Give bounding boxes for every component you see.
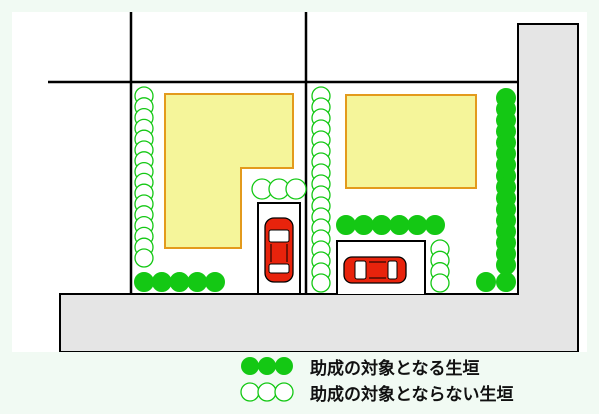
subsidized-hedge-shrub: [169, 272, 190, 292]
car-horizontal: [343, 256, 407, 284]
property-lines: [48, 12, 518, 294]
legend-not-subsidized-label: 助成の対象とならない生垣: [310, 384, 514, 405]
subsidized-hedge-shrub: [389, 215, 410, 235]
outlined-green-hedge-icon: [240, 382, 294, 402]
legend-subsidized: 助成の対象となる生垣: [240, 355, 480, 379]
hedge-right-parking-east: [430, 239, 450, 293]
hedge-left-lot-entrance: [251, 178, 307, 200]
hedges: [134, 86, 516, 293]
hedge-left-lot-front: [134, 272, 225, 292]
left-house: [164, 93, 294, 249]
subsidized-hedge-shrub: [496, 272, 516, 292]
subsidized-hedge-shrub: [151, 272, 172, 292]
site-plan-diagram: [48, 12, 579, 352]
non-subsidized-hedge-shrub: [311, 273, 331, 293]
subsidized-hedge-shrub: [371, 215, 392, 235]
subsidized-hedge-shrub: [134, 272, 154, 292]
non-subsidized-hedge-shrub: [430, 273, 450, 293]
hedge-right-lot-front: [476, 272, 516, 292]
hedge-right-lot-east: [496, 88, 516, 275]
legend-subsidized-label: 助成の対象となる生垣: [310, 358, 480, 379]
right-house: [345, 94, 477, 189]
hedge-right-lot-inner: [336, 215, 445, 235]
subsidized-hedge-shrub: [476, 272, 496, 292]
car-vertical: [264, 217, 294, 283]
hedge-left-lot-west: [134, 86, 154, 268]
site-plan-panel: [12, 12, 587, 352]
filled-green-hedge-icon: [241, 357, 293, 375]
subsidized-hedge-shrub: [407, 215, 428, 235]
non-subsidized-hedge-shrub: [134, 248, 154, 268]
subsidized-hedge-shrub: [425, 215, 445, 235]
subsidized-hedge-shrub: [336, 215, 356, 235]
legend-not-subsidized: 助成の対象とならない生垣: [240, 381, 514, 405]
subsidized-hedge-shrub: [205, 272, 225, 292]
road: [59, 23, 579, 352]
hedge-right-lot-west: [311, 86, 331, 293]
subsidized-hedge-shrub: [187, 272, 208, 292]
subsidized-hedge-shrub: [496, 255, 516, 275]
non-subsidized-hedge-shrub: [285, 178, 307, 200]
subsidized-hedge-shrub: [353, 215, 374, 235]
